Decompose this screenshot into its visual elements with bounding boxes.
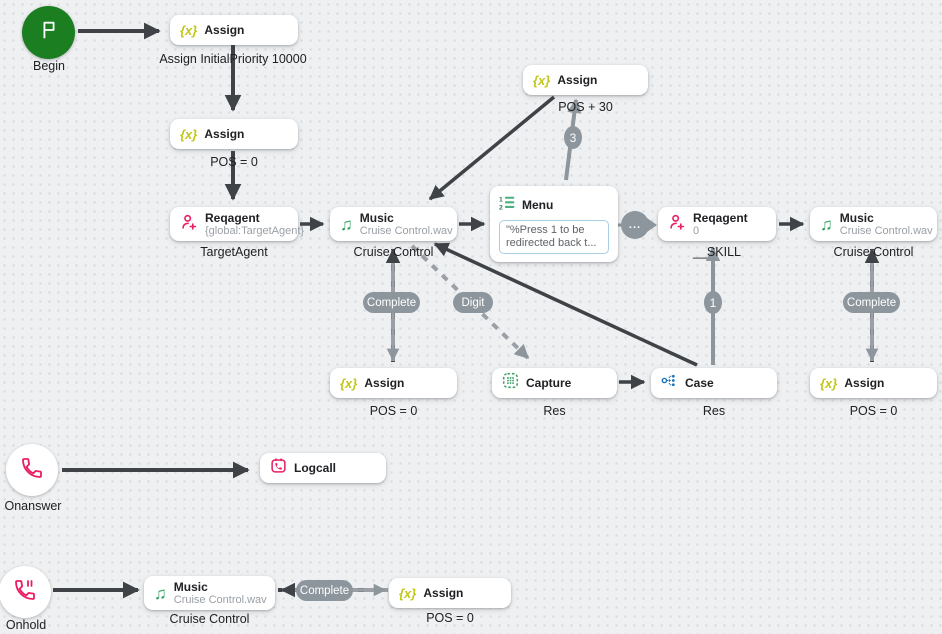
node-title: Music bbox=[839, 210, 874, 225]
flag-icon bbox=[38, 19, 60, 46]
node-label: Cruise Control bbox=[169, 612, 250, 626]
node-title: Reqagent bbox=[205, 210, 260, 225]
edge-badge-1[interactable]: 1 bbox=[704, 291, 722, 314]
node-label: __SKILL bbox=[693, 245, 741, 259]
assign-icon: {x} bbox=[340, 375, 358, 391]
assign-pos0-node-3[interactable]: {x} Assign bbox=[810, 368, 937, 398]
node-label: Cruise Control bbox=[353, 245, 434, 259]
assign-pos0-node-1[interactable]: {x} Assign bbox=[170, 119, 298, 149]
node-title: Logcall bbox=[294, 460, 337, 475]
node-title: Assign bbox=[204, 22, 245, 37]
assign-icon: {x} bbox=[533, 72, 551, 88]
assign-icon: {x} bbox=[820, 375, 838, 391]
node-label: POS = 0 bbox=[369, 404, 418, 418]
node-label: POS = 0 bbox=[210, 155, 258, 169]
assign-pos0-node-2[interactable]: {x} Assign bbox=[330, 368, 457, 398]
node-subtitle: 0 bbox=[693, 224, 700, 237]
node-title: Music bbox=[173, 579, 208, 594]
call-log-icon bbox=[270, 457, 287, 479]
menu-prompt[interactable]: "%Press 1 to be redirected back t... bbox=[499, 220, 609, 254]
reqagent-skill-node[interactable]: Reqagent 0 bbox=[658, 207, 776, 241]
phone-icon bbox=[20, 456, 44, 485]
node-label: Assign InitialPriority 10000 bbox=[159, 52, 307, 66]
phone-paused-icon bbox=[13, 578, 37, 607]
edge-badge-3[interactable]: 3 bbox=[564, 126, 582, 149]
edge-badge-digit[interactable]: Digit bbox=[453, 292, 493, 313]
node-title: Assign bbox=[557, 72, 598, 87]
capture-icon bbox=[502, 372, 519, 394]
menu-output-connector[interactable]: ... bbox=[621, 211, 657, 239]
svg-text:1: 1 bbox=[499, 197, 503, 204]
onhold-node[interactable] bbox=[0, 566, 51, 618]
node-label: POS = 0 bbox=[426, 611, 474, 625]
edge-badge-complete-bottom[interactable]: Complete bbox=[296, 580, 353, 601]
node-title: Capture bbox=[526, 375, 572, 390]
node-title: Case bbox=[685, 375, 714, 390]
music-icon: ♫ bbox=[340, 214, 353, 234]
node-subtitle: {global:TargetAgent} bbox=[205, 224, 305, 237]
case-branch-icon bbox=[661, 372, 678, 394]
node-title: Assign bbox=[844, 375, 885, 390]
node-title: Music bbox=[359, 210, 394, 225]
node-title: Assign bbox=[423, 585, 464, 600]
onanswer-node[interactable] bbox=[6, 444, 58, 496]
node-subtitle: Cruise Control.wav bbox=[839, 224, 933, 237]
node-label: POS + 30 bbox=[558, 100, 613, 114]
node-label: Onanswer bbox=[4, 499, 62, 513]
music-node-2[interactable]: ♫ Music Cruise Control.wav bbox=[810, 207, 937, 241]
node-label: Res bbox=[702, 404, 726, 418]
assign-pos30-node[interactable]: {x} Assign bbox=[523, 65, 648, 95]
assign-initialpriority-node[interactable]: {x} Assign bbox=[170, 15, 298, 45]
capture-node[interactable]: Capture bbox=[492, 368, 617, 398]
node-title: Assign bbox=[204, 126, 245, 141]
edge-badge-complete-right[interactable]: Complete bbox=[843, 292, 900, 313]
node-subtitle: Cruise Control.wav bbox=[359, 224, 453, 237]
assign-icon: {x} bbox=[180, 22, 198, 38]
node-label: TargetAgent bbox=[200, 245, 268, 259]
logcall-node[interactable]: Logcall bbox=[260, 453, 386, 483]
music-icon: ♫ bbox=[820, 214, 833, 234]
assign-icon: {x} bbox=[399, 585, 417, 601]
assign-pos0-node-4[interactable]: {x} Assign bbox=[389, 578, 511, 608]
case-node[interactable]: Case bbox=[651, 368, 777, 398]
node-subtitle: Cruise Control.wav bbox=[173, 593, 267, 606]
music-icon: ♫ bbox=[154, 583, 167, 603]
node-label: Onhold bbox=[5, 618, 47, 632]
begin-node[interactable] bbox=[22, 6, 75, 59]
assign-icon: {x} bbox=[180, 126, 198, 142]
node-label: Cruise Control bbox=[833, 245, 914, 259]
agent-plus-icon bbox=[180, 213, 198, 236]
svg-text:2: 2 bbox=[499, 204, 503, 211]
node-label: Res bbox=[543, 404, 566, 418]
reqagent-targetagent-node[interactable]: Reqagent {global:TargetAgent} bbox=[170, 207, 304, 241]
agent-plus-icon bbox=[668, 213, 686, 236]
node-label: POS = 0 bbox=[849, 404, 898, 418]
node-title: Assign bbox=[364, 375, 405, 390]
node-label: Begin bbox=[33, 59, 65, 73]
music-node-3[interactable]: ♫ Music Cruise Control.wav bbox=[144, 576, 275, 610]
node-title: Menu bbox=[522, 197, 554, 212]
node-title: Reqagent bbox=[693, 210, 748, 225]
music-node-1[interactable]: ♫ Music Cruise Control.wav bbox=[330, 207, 457, 241]
edge-badge-complete-left[interactable]: Complete bbox=[363, 292, 420, 313]
